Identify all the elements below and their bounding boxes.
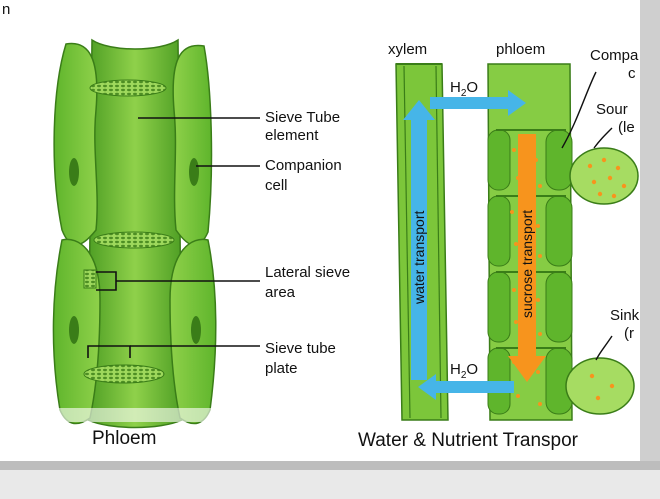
top-text-fragment: n — [2, 1, 10, 18]
sucrose-transport-arrow — [508, 134, 546, 382]
phloem-leader-lines — [87, 117, 260, 358]
header-phloem: phloem — [496, 41, 545, 58]
sieve-plate-top — [89, 79, 167, 97]
water-transport-arrow — [403, 100, 435, 380]
label-sink-cut-1: Sink — [610, 307, 640, 324]
sink-cell — [565, 357, 635, 415]
label-sink-cut-2: (r — [624, 325, 634, 342]
label-lateral-sieve-2: area — [265, 284, 296, 301]
nucleus-right-1 — [189, 158, 199, 186]
label-sieve-plate-2: plate — [265, 360, 298, 377]
diagram-svg: n — [2, 1, 640, 451]
h2o-label-bottom: H2O — [450, 361, 478, 381]
label-sieve-plate-1: Sieve tube — [265, 340, 336, 357]
lateral-sieve-area — [83, 269, 97, 289]
label-companion-cut-2: c — [628, 65, 636, 82]
caption-water-nutrient: Water & Nutrient Transpor — [358, 430, 579, 451]
left-cell-1 — [53, 42, 98, 246]
nucleus-left-2 — [69, 316, 79, 344]
h2o-arrow-bottom — [418, 374, 514, 400]
label-sucrose-transport: sucrose transport — [519, 210, 535, 318]
phloem-column — [487, 63, 573, 421]
header-xylem: xylem — [388, 41, 427, 58]
label-companion-cell-2: cell — [265, 177, 288, 194]
label-water-transport: water transport — [411, 211, 427, 305]
phloem-structure — [50, 38, 230, 429]
transport-leader-lines — [561, 71, 613, 361]
label-sieve-tube-element-2: element — [265, 127, 319, 144]
sieve-plate-bottom — [83, 364, 165, 384]
sieve-plate-middle — [93, 231, 175, 249]
h2o-label-top: H2O — [450, 79, 478, 99]
label-companion-cell-1: Companion — [265, 157, 342, 174]
label-source-cut-2: (le — [618, 119, 635, 136]
label-lateral-sieve-1: Lateral sieve — [265, 264, 350, 281]
h2o-arrow-top — [430, 90, 526, 116]
label-sieve-tube-element-1: Sieve Tube — [265, 109, 340, 126]
diagram-card: n — [0, 0, 640, 461]
right-gray-bar — [640, 0, 660, 470]
companion-cell-1 — [172, 44, 213, 246]
caption-phloem: Phloem — [92, 428, 156, 449]
nucleus-left-1 — [69, 158, 79, 186]
nucleus-right-2 — [191, 316, 201, 344]
label-companion-cut-1: Compa — [590, 47, 639, 64]
bottom-gray-bar — [0, 461, 660, 470]
source-cell — [569, 147, 639, 205]
label-source-cut-1: Sour — [596, 101, 628, 118]
